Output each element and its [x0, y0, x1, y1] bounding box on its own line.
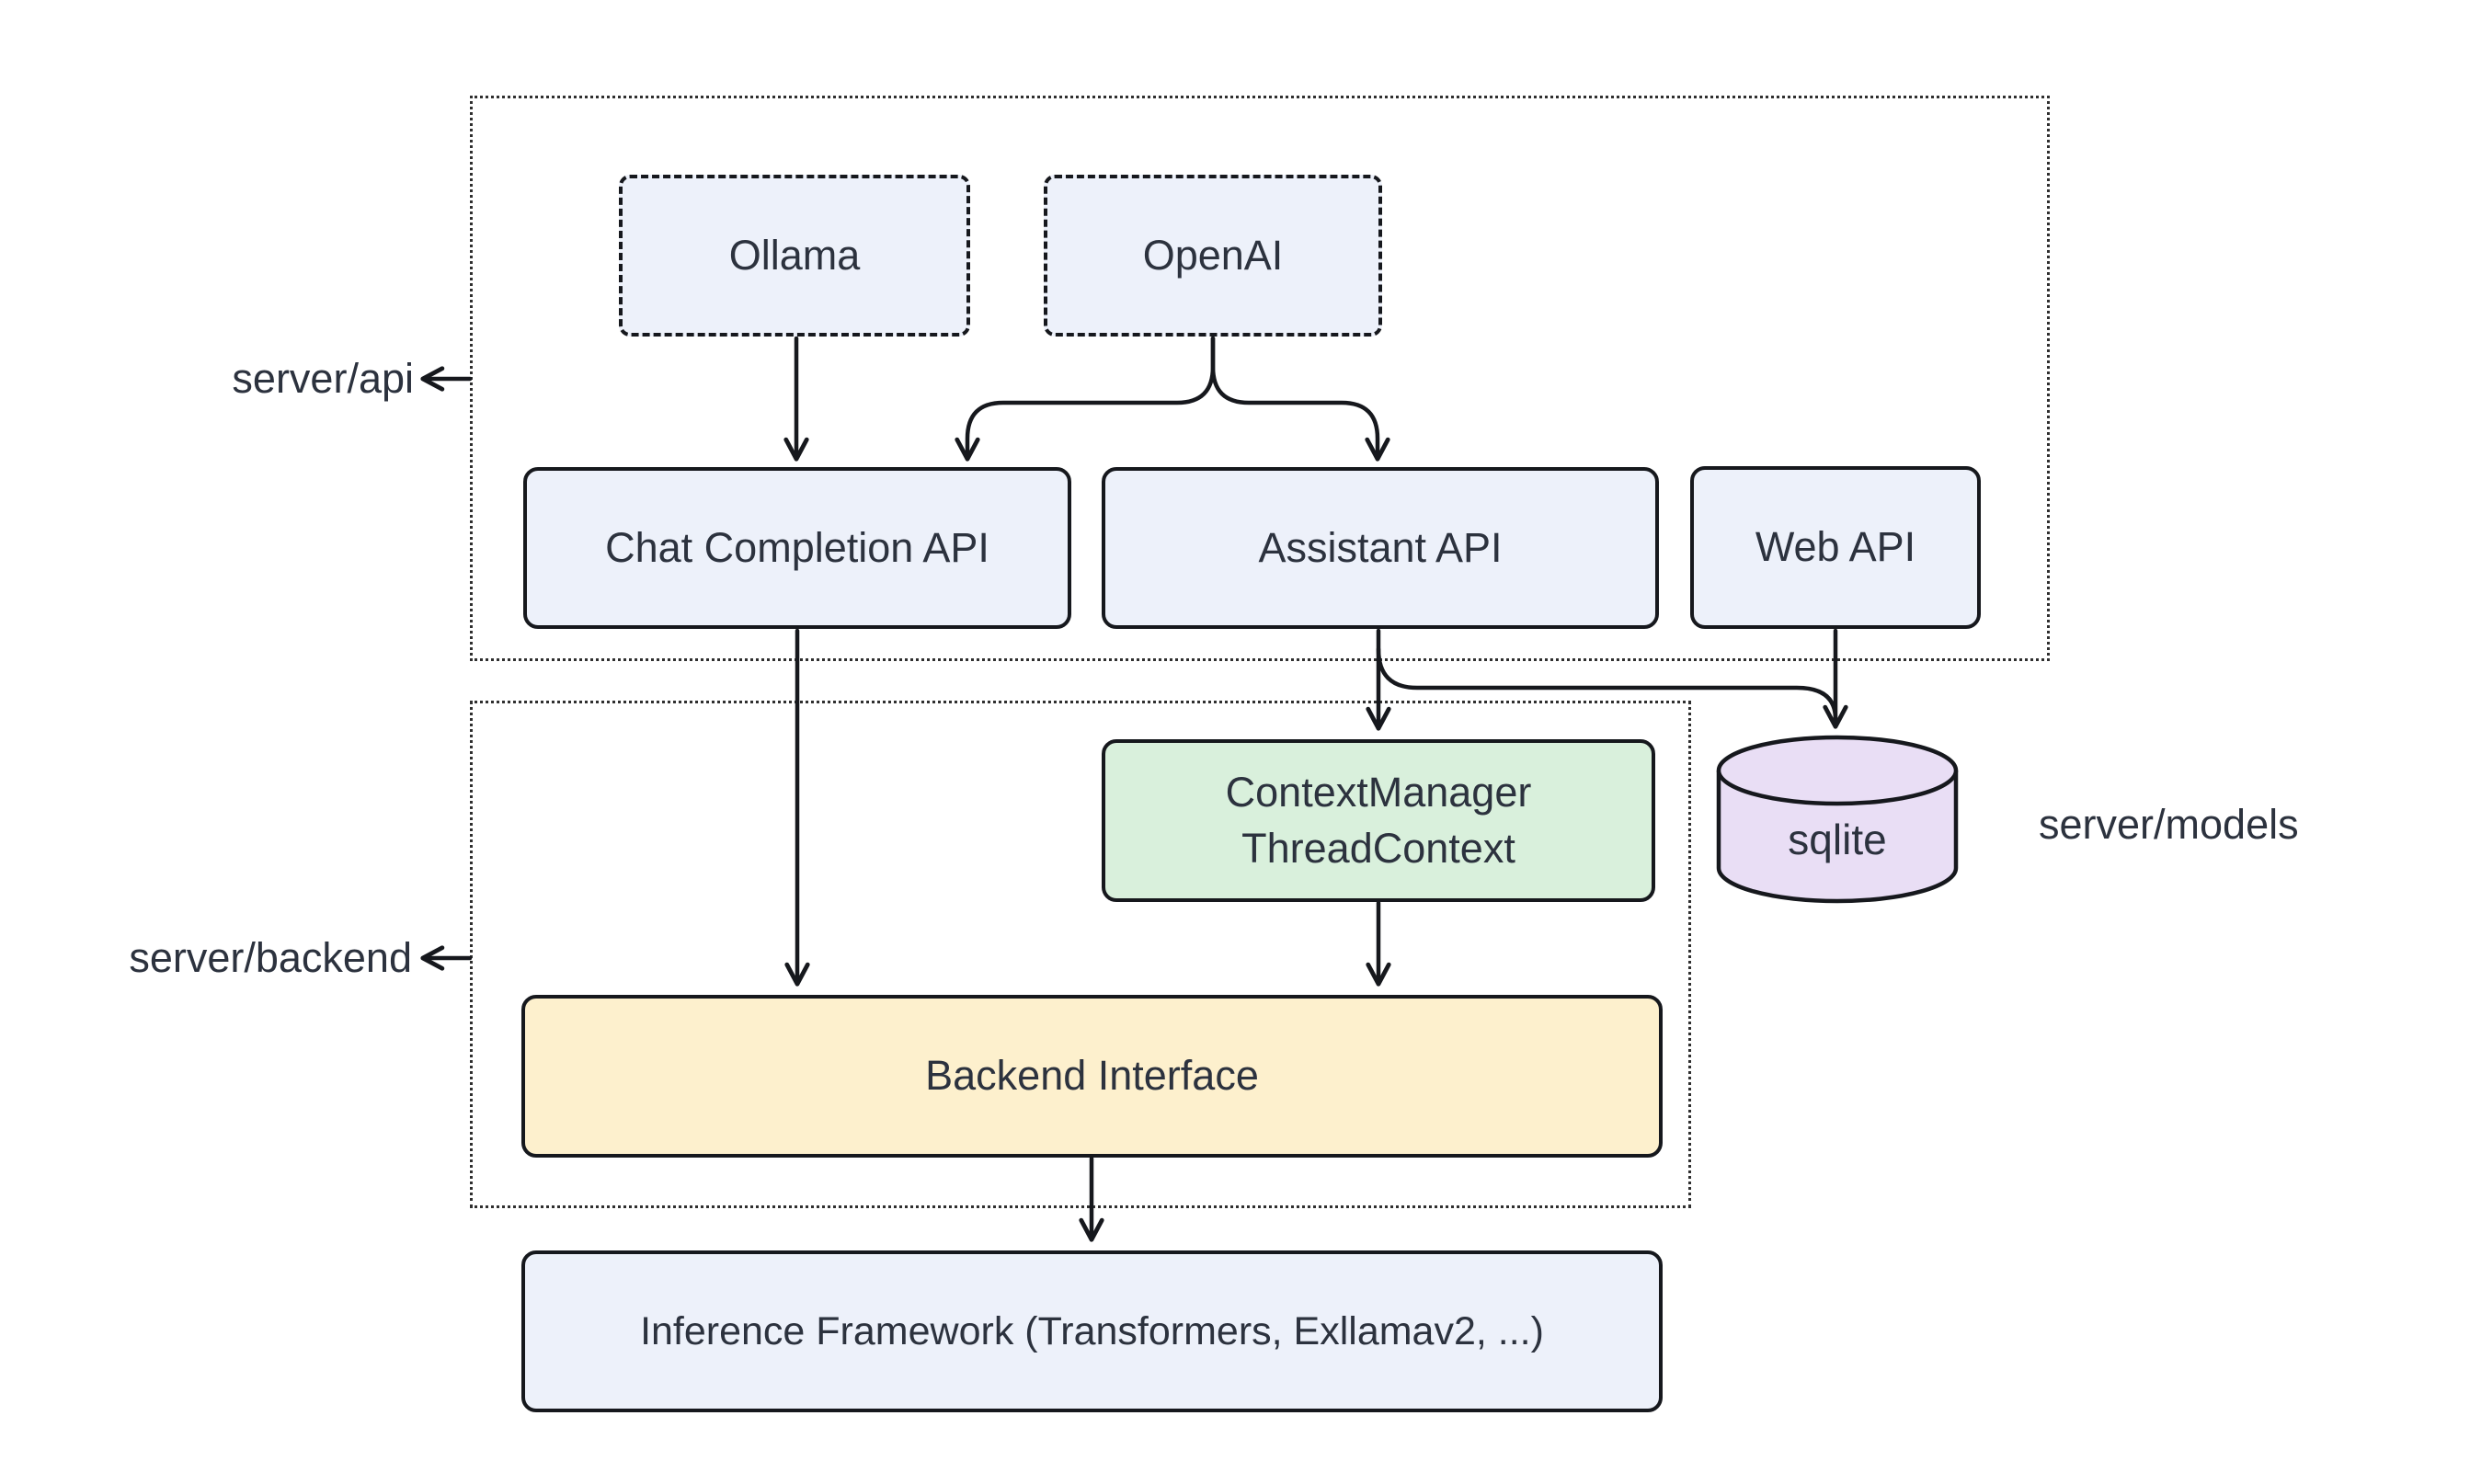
node-assistant-api: Assistant API [1102, 467, 1659, 629]
node-chat-completion-api: Chat Completion API [523, 467, 1071, 629]
node-context-manager-label: ContextManager ThreadContext [1225, 768, 1532, 872]
server-backend-container [470, 701, 1691, 1208]
server-api-annotation: server/api [138, 352, 414, 405]
node-sqlite-label: sqlite [1745, 813, 1929, 866]
node-ollama: Ollama [619, 175, 970, 337]
node-inference-framework-label: Inference Framework (Transformers, Exlla… [640, 1308, 1544, 1353]
server-backend-annotation-text: server/backend [129, 934, 412, 981]
sqlite-label-text: sqlite [1788, 816, 1887, 863]
node-inference-framework: Inference Framework (Transformers, Exlla… [521, 1250, 1663, 1412]
node-ollama-label: Ollama [728, 231, 861, 279]
node-backend-interface: Backend Interface [521, 995, 1663, 1158]
server-models-annotation: server/models [2039, 798, 2299, 851]
server-models-annotation-text: server/models [2039, 801, 2299, 848]
node-web-api: Web API [1690, 466, 1981, 629]
server-backend-annotation: server/backend [74, 931, 412, 985]
node-openai-label: OpenAI [1142, 231, 1284, 279]
node-chat-completion-api-label: Chat Completion API [605, 523, 989, 571]
node-assistant-api-label: Assistant API [1258, 523, 1503, 571]
node-openai: OpenAI [1044, 175, 1382, 337]
node-context-manager: ContextManager ThreadContext [1102, 739, 1655, 902]
server-api-annotation-text: server/api [232, 355, 414, 402]
node-web-api-label: Web API [1755, 523, 1916, 571]
node-backend-interface-label: Backend Interface [925, 1052, 1259, 1100]
